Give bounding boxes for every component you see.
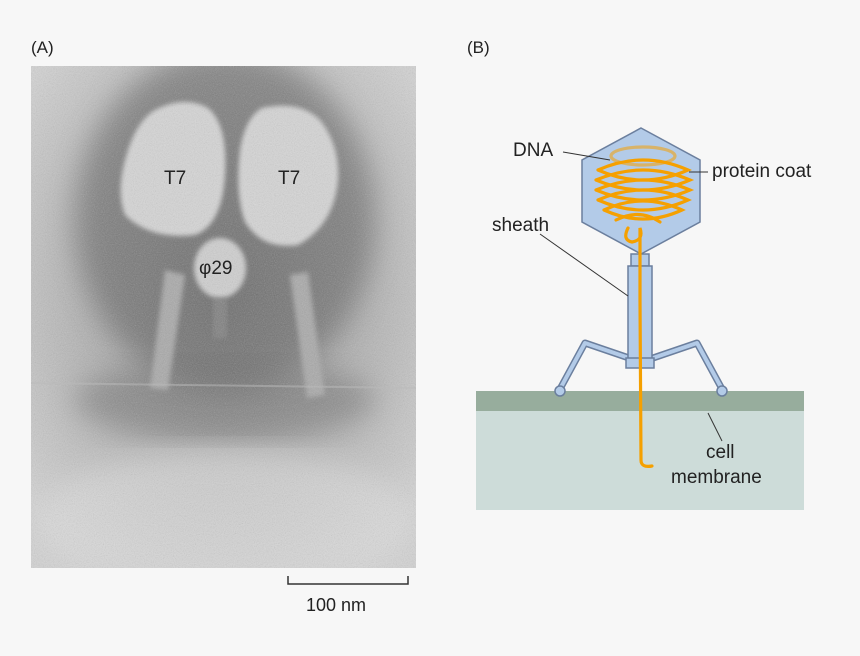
dna-coil	[594, 145, 695, 468]
scale-bar-label: 100 nm	[306, 595, 367, 615]
leader-lines	[539, 151, 723, 442]
t7-right-label: T7	[278, 168, 301, 189]
electron-micrograph	[31, 66, 416, 568]
panel-b-label: (B)	[467, 38, 490, 57]
cell-label: cell	[706, 442, 735, 463]
t7-left-label: T7	[164, 168, 187, 189]
membrane-label: membrane	[671, 467, 762, 488]
protein-coat-label: protein coat	[712, 161, 812, 182]
right-foot	[716, 385, 728, 397]
panel-a-label: (A)	[31, 38, 54, 57]
phi29-label: φ29	[199, 258, 233, 279]
phage-diagram	[476, 127, 804, 510]
left-foot	[554, 385, 566, 397]
scale-bar	[287, 576, 409, 585]
dna-label: DNA	[513, 140, 554, 161]
sheath-label: sheath	[492, 215, 550, 236]
dna-strand	[624, 226, 654, 468]
